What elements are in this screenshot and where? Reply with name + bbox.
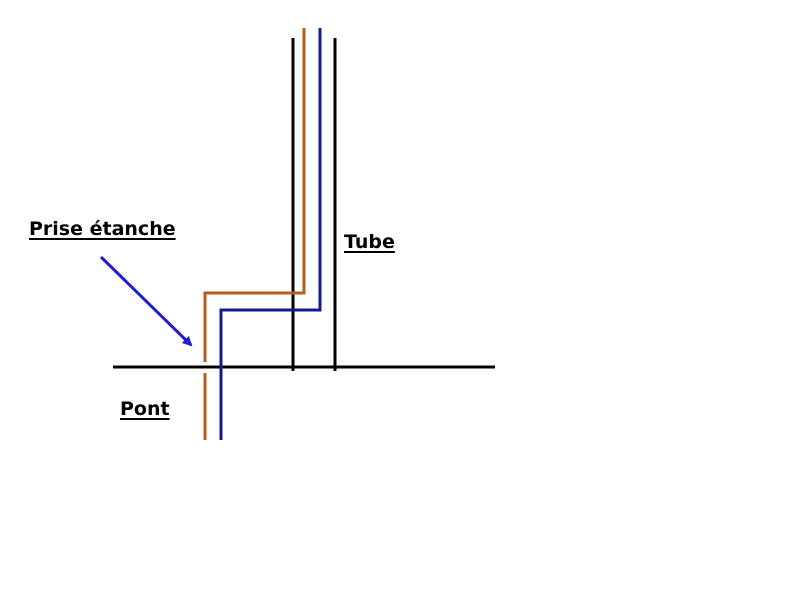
label-prise-etanche: Prise étanche bbox=[29, 218, 176, 240]
prise-pointer-arrow bbox=[99, 255, 193, 347]
brown-wire-upper bbox=[203, 28, 306, 362]
label-tube: Tube bbox=[344, 231, 395, 253]
blue-wire-upper bbox=[219, 28, 322, 440]
label-pont: Pont bbox=[120, 398, 170, 420]
